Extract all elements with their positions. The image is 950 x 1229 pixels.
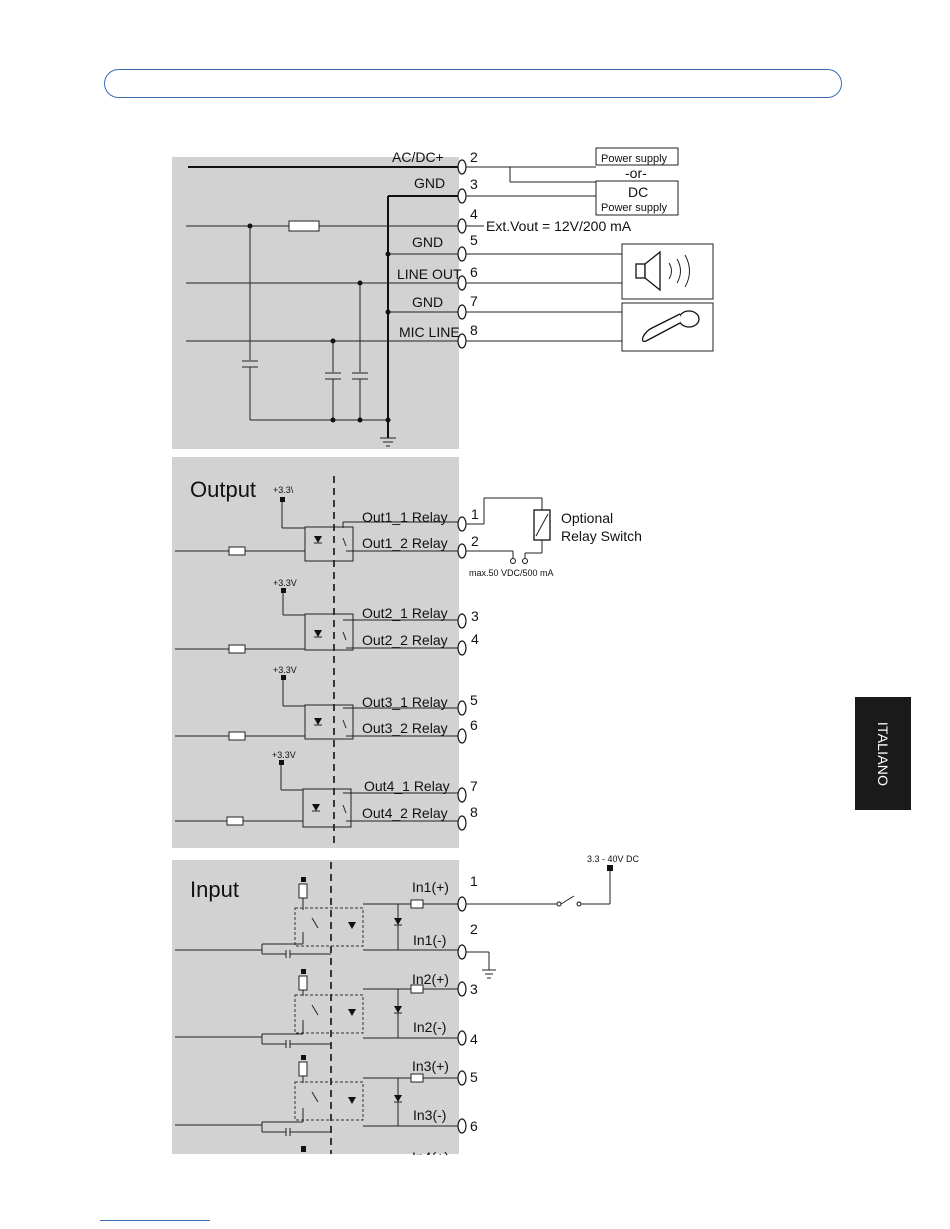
input-1-minus-label: In1(-) <box>413 932 446 948</box>
dc-power-supply-label: Power supply <box>601 202 668 214</box>
output-title: Output <box>190 477 256 502</box>
terminal-label-6: LINE OUT <box>397 266 462 282</box>
terminal-label-3: GND <box>414 175 445 191</box>
or-label: -or- <box>625 165 647 181</box>
output-terminal-3 <box>457 613 467 629</box>
terminal-label-8: MIC LINE <box>399 324 460 340</box>
input-number-1: 1 <box>470 873 478 889</box>
output-number-8: 8 <box>470 804 478 820</box>
relay-circuit-1: +3.3\ Out1_1 Relay Out1_2 Relay 1 2 <box>175 485 479 562</box>
microphone-icon <box>641 310 700 343</box>
input-circuit-1: In1(+) In1(-) 1 2 <box>175 873 478 960</box>
terminal-number-4: 4 <box>470 206 478 222</box>
supply-label-1: +3.3\ <box>273 485 294 495</box>
input-number-5: 5 <box>470 1069 478 1085</box>
input-1-plus-label: In1(+) <box>412 879 449 895</box>
input-terminal-4 <box>457 1030 467 1046</box>
terminal-7 <box>457 304 467 320</box>
optional-relay-label-2: Relay Switch <box>561 528 642 544</box>
input-voltage-label: 3.3 - 40V DC <box>587 854 640 864</box>
output-terminal-6 <box>457 728 467 744</box>
language-tab-label: ITALIANO <box>875 721 891 786</box>
output-terminal-7 <box>457 787 467 803</box>
terminal-4 <box>457 218 467 234</box>
output-number-3: 3 <box>471 608 479 624</box>
optional-relay-label-1: Optional <box>561 510 613 526</box>
ground-icon <box>466 951 496 979</box>
footer-rule <box>100 1220 210 1221</box>
input-terminal-3 <box>457 981 467 997</box>
terminal-number-5: 5 <box>470 232 478 248</box>
relay-2-label-2: Out2_2 Relay <box>362 632 448 648</box>
input-number-4: 4 <box>470 1031 478 1047</box>
power-supply-box-top <box>595 147 679 166</box>
dc-power-supply-box <box>595 180 679 216</box>
supply-label-2: +3.3V <box>273 578 297 588</box>
terminal-6 <box>457 275 467 291</box>
terminal-8 <box>457 333 467 349</box>
input-switch <box>466 865 613 907</box>
input-circuit-2: In2(+) In2(-) 3 4 <box>175 969 478 1048</box>
supply-label-3: +3.3V <box>273 665 297 675</box>
output-number-5: 5 <box>470 692 478 708</box>
microphone-box <box>621 302 714 352</box>
output-terminal-1 <box>457 516 467 532</box>
input-number-3: 3 <box>470 981 478 997</box>
input-2-minus-label: In2(-) <box>413 1019 446 1035</box>
max-rating-label: max.50 VDC/500 mA <box>469 568 554 578</box>
optional-relay-switch <box>466 497 551 564</box>
relay-circuit-4: +3.3V Out4_1 Relay Out4_2 Relay 7 8 <box>175 750 478 831</box>
terminal-2 <box>457 159 467 175</box>
terminal-3 <box>457 188 467 204</box>
power-supply-label-top: Power supply <box>601 153 668 165</box>
input-terminal-5 <box>457 1070 467 1086</box>
input-number-2: 2 <box>470 921 478 937</box>
terminal-number-6: 6 <box>470 264 478 280</box>
relay-3-label-1: Out3_1 Relay <box>362 694 448 710</box>
output-number-1: 1 <box>471 506 479 522</box>
output-terminal-8 <box>457 815 467 831</box>
terminal-label-2: AC/DC+ <box>392 149 444 165</box>
relay-1-label-2: Out1_2 Relay <box>362 535 448 551</box>
power-panel <box>172 157 459 449</box>
input-panel <box>172 860 459 1154</box>
terminal-label-5: GND <box>412 234 443 250</box>
ext-vout-label: Ext.Vout = 12V/200 mA <box>486 218 632 234</box>
speaker-icon <box>635 250 690 292</box>
output-terminal-4 <box>457 640 467 656</box>
input-terminal-6 <box>457 1118 467 1134</box>
input-terminal-2 <box>457 944 467 960</box>
output-terminal-5 <box>457 700 467 716</box>
terminal-number-2: 2 <box>470 149 478 165</box>
input-circuit-3: In3(+) In3(-) 5 6 <box>175 1055 478 1136</box>
input-number-6: 6 <box>470 1118 478 1134</box>
input-3-minus-label: In3(-) <box>413 1107 446 1123</box>
dc-label: DC <box>628 184 648 200</box>
relay-circuit-3: +3.3V Out3_1 Relay Out3_2 Relay 5 6 <box>175 665 478 744</box>
output-number-7: 7 <box>470 778 478 794</box>
terminal-number-7: 7 <box>470 293 478 309</box>
relay-2-label-1: Out2_1 Relay <box>362 605 448 621</box>
header-bar <box>104 69 842 98</box>
input-3-plus-label: In3(+) <box>412 1058 449 1074</box>
language-tab: ITALIANO <box>855 697 911 810</box>
input-2-plus-label: In2(+) <box>412 971 449 987</box>
output-number-4: 4 <box>471 631 479 647</box>
input-terminal-1 <box>457 896 467 912</box>
relay-3-label-2: Out3_2 Relay <box>362 720 448 736</box>
terminal-number-8: 8 <box>470 322 478 338</box>
output-number-6: 6 <box>470 717 478 733</box>
terminal-number-3: 3 <box>470 176 478 192</box>
relay-circuit-2: +3.3V Out2_1 Relay Out2_2 Relay 3 4 <box>175 578 479 656</box>
relay-4-label-1: Out4_1 Relay <box>364 778 450 794</box>
relay-1-label-1: Out1_1 Relay <box>362 509 448 525</box>
terminal-5 <box>457 246 467 262</box>
relay-4-label-2: Out4_2 Relay <box>362 805 448 821</box>
input-title: Input <box>190 877 239 902</box>
terminal-label-7: GND <box>412 294 443 310</box>
output-number-2: 2 <box>471 533 479 549</box>
supply-label-4: +3.3V <box>272 750 296 760</box>
output-terminal-2 <box>457 543 467 559</box>
